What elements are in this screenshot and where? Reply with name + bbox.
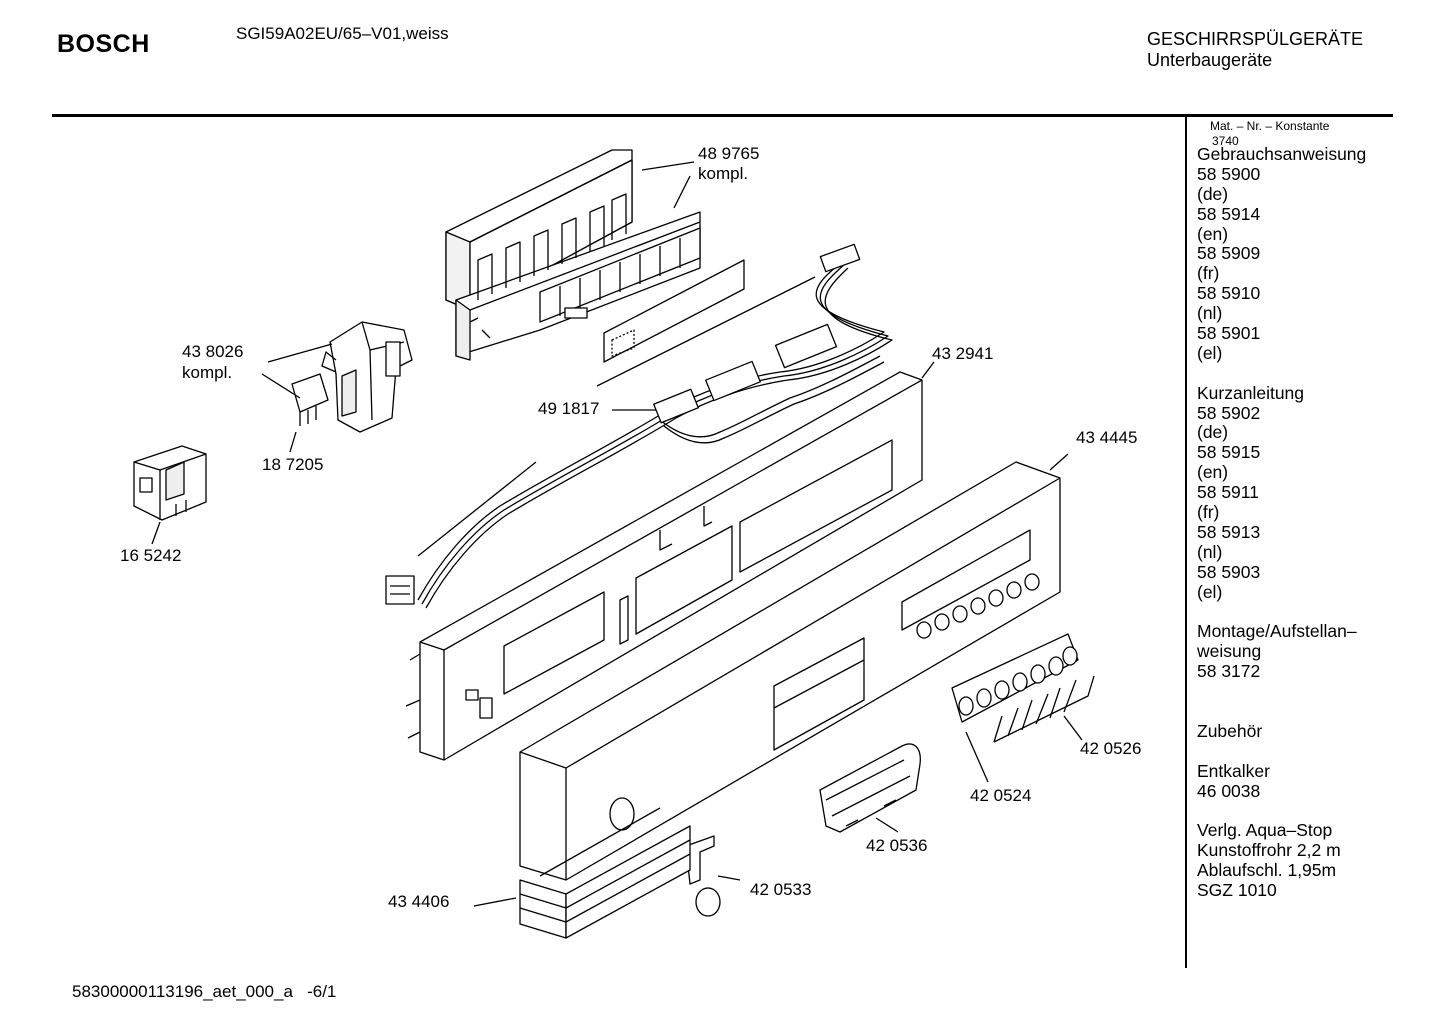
- part-label-438026: 43 8026: [182, 342, 244, 361]
- control-module-part: [445, 149, 701, 361]
- sidebar-line: 58 5903: [1197, 561, 1261, 582]
- leader-line-valve-a: [267, 343, 333, 363]
- part-label-434406: 43 4406: [388, 892, 450, 911]
- sidebar-line: [1197, 801, 1366, 821]
- sidebar-line: (en): [1197, 462, 1229, 483]
- inner-frame-part: [405, 371, 923, 761]
- model-number: SGI59A02EU/65–V01,weiss: [236, 24, 449, 43]
- part-label-187205: 18 7205: [262, 455, 324, 474]
- sidebar-line: (nl): [1197, 303, 1223, 324]
- leader-line-valve-c: [289, 431, 297, 453]
- sidebar-line: Ablaufschl. 1,95m: [1197, 860, 1337, 881]
- part-label-420524: 42 0524: [970, 786, 1032, 805]
- sidebar-line: [1197, 602, 1366, 622]
- part-label-420526: 42 0526: [1080, 739, 1142, 758]
- latch-clip-part: [685, 835, 721, 917]
- sidebar-line: 58 5909: [1197, 243, 1261, 264]
- leader-line-module-a: [641, 161, 695, 171]
- sidebar-line: [1197, 702, 1366, 722]
- leader-line-valve-b: [261, 373, 301, 399]
- part-label-438026-note: kompl.: [182, 363, 233, 382]
- sidebar-line: Entkalker: [1197, 760, 1270, 781]
- header-divider: [52, 114, 1393, 117]
- sidebar-line: (de): [1197, 183, 1229, 204]
- sidebar-line: (nl): [1197, 541, 1223, 562]
- part-label-489765-note: kompl.: [698, 164, 749, 183]
- leader-line-module-b: [673, 175, 691, 209]
- cable-harness-part: [385, 243, 893, 609]
- front-panel-part: [519, 461, 1061, 881]
- relay-block-part: [133, 445, 207, 521]
- display-foil-part: [603, 259, 745, 363]
- sidebar-line: 58 5915: [1197, 442, 1261, 463]
- sidebar-line: 58 5910: [1197, 283, 1261, 304]
- sidebar-line: 46 0038: [1197, 780, 1261, 801]
- part-label-420536: 42 0536: [866, 836, 928, 855]
- exploded-parts-diagram: [133, 149, 1095, 939]
- footer-doc-id: 58300000113196_aet_000_a: [72, 982, 293, 1001]
- sidebar-line: (en): [1197, 223, 1229, 244]
- sidebar-line: [1197, 742, 1366, 762]
- sidebar-line: Kurzanleitung: [1197, 382, 1305, 403]
- footer-page: -6/1: [307, 982, 337, 1001]
- category-subtitle: Unterbaugeräte: [1147, 50, 1273, 70]
- sidebar-line: SGZ 1010: [1197, 879, 1277, 900]
- sidebar-line: (el): [1197, 581, 1223, 602]
- sidebar-line: (el): [1197, 342, 1223, 363]
- sidebar-divider: [1185, 115, 1187, 968]
- valve-assembly-part: [291, 321, 413, 433]
- part-label-165242: 16 5242: [120, 546, 182, 565]
- sidebar-line: 58 3172: [1197, 661, 1261, 682]
- footer-doc-ref: 58300000113196_aet_000_a -6/1: [72, 982, 336, 1002]
- sidebar-line: weisung: [1197, 641, 1262, 662]
- leader-line-seal: [473, 897, 517, 907]
- sidebar-line: Zubehör: [1197, 720, 1263, 741]
- sidebar-line: (de): [1197, 422, 1229, 443]
- part-label-491817: 49 1817: [538, 399, 600, 418]
- sidebar-line: [1197, 364, 1366, 384]
- leader-line-panel: [1049, 453, 1069, 471]
- brand-logo: BOSCH: [57, 30, 150, 58]
- sidebar-line: 58 5914: [1197, 203, 1261, 224]
- sidebar-line: 58 5901: [1197, 323, 1261, 344]
- sidebar-heading: Mat. – Nr. – Konstante: [1210, 119, 1330, 133]
- sidebar-line: (fr): [1197, 502, 1220, 523]
- part-label-432941: 43 2941: [932, 344, 994, 363]
- leader-line-latch: [717, 875, 741, 881]
- category-title: GESCHIRRSPÜLGERÄTE: [1147, 29, 1364, 49]
- part-label-434445: 43 4445: [1076, 428, 1138, 447]
- leader-line-harness-plug: [417, 461, 537, 557]
- sidebar-line: 58 5900: [1197, 163, 1261, 184]
- sidebar-line: (fr): [1197, 263, 1220, 284]
- sidebar-line: Montage/Aufstellan–: [1197, 621, 1357, 642]
- part-label-489765: 48 9765: [698, 144, 760, 163]
- sidebar-material-list: Gebrauchsanweisung 58 5900 (de) 58 5914 …: [1197, 144, 1367, 901]
- sidebar-constant: 3740: [1212, 134, 1239, 148]
- sidebar-line: 58 5913: [1197, 521, 1261, 542]
- leader-line-foil: [596, 276, 816, 387]
- seal-strip-part: [519, 807, 691, 939]
- push-buttons-part: [951, 633, 1095, 743]
- leader-line-buttons-b: [965, 731, 989, 783]
- sidebar-line: 58 5902: [1197, 402, 1261, 423]
- part-label-420533: 42 0533: [750, 880, 812, 899]
- sidebar-line: Verlg. Aqua–Stop: [1197, 820, 1333, 841]
- sidebar-line: 58 5911: [1197, 482, 1259, 503]
- sidebar-line: Kunstoffrohr 2,2 m: [1197, 840, 1341, 861]
- sidebar-line: Gebrauchsanweisung: [1197, 144, 1367, 164]
- leader-line-handle: [875, 817, 899, 833]
- leader-line-relay: [151, 521, 161, 545]
- door-handle-part: [819, 743, 921, 833]
- leader-line-frame: [921, 361, 935, 379]
- leader-line-buttons-a: [1063, 715, 1083, 741]
- sidebar-line: [1197, 682, 1366, 702]
